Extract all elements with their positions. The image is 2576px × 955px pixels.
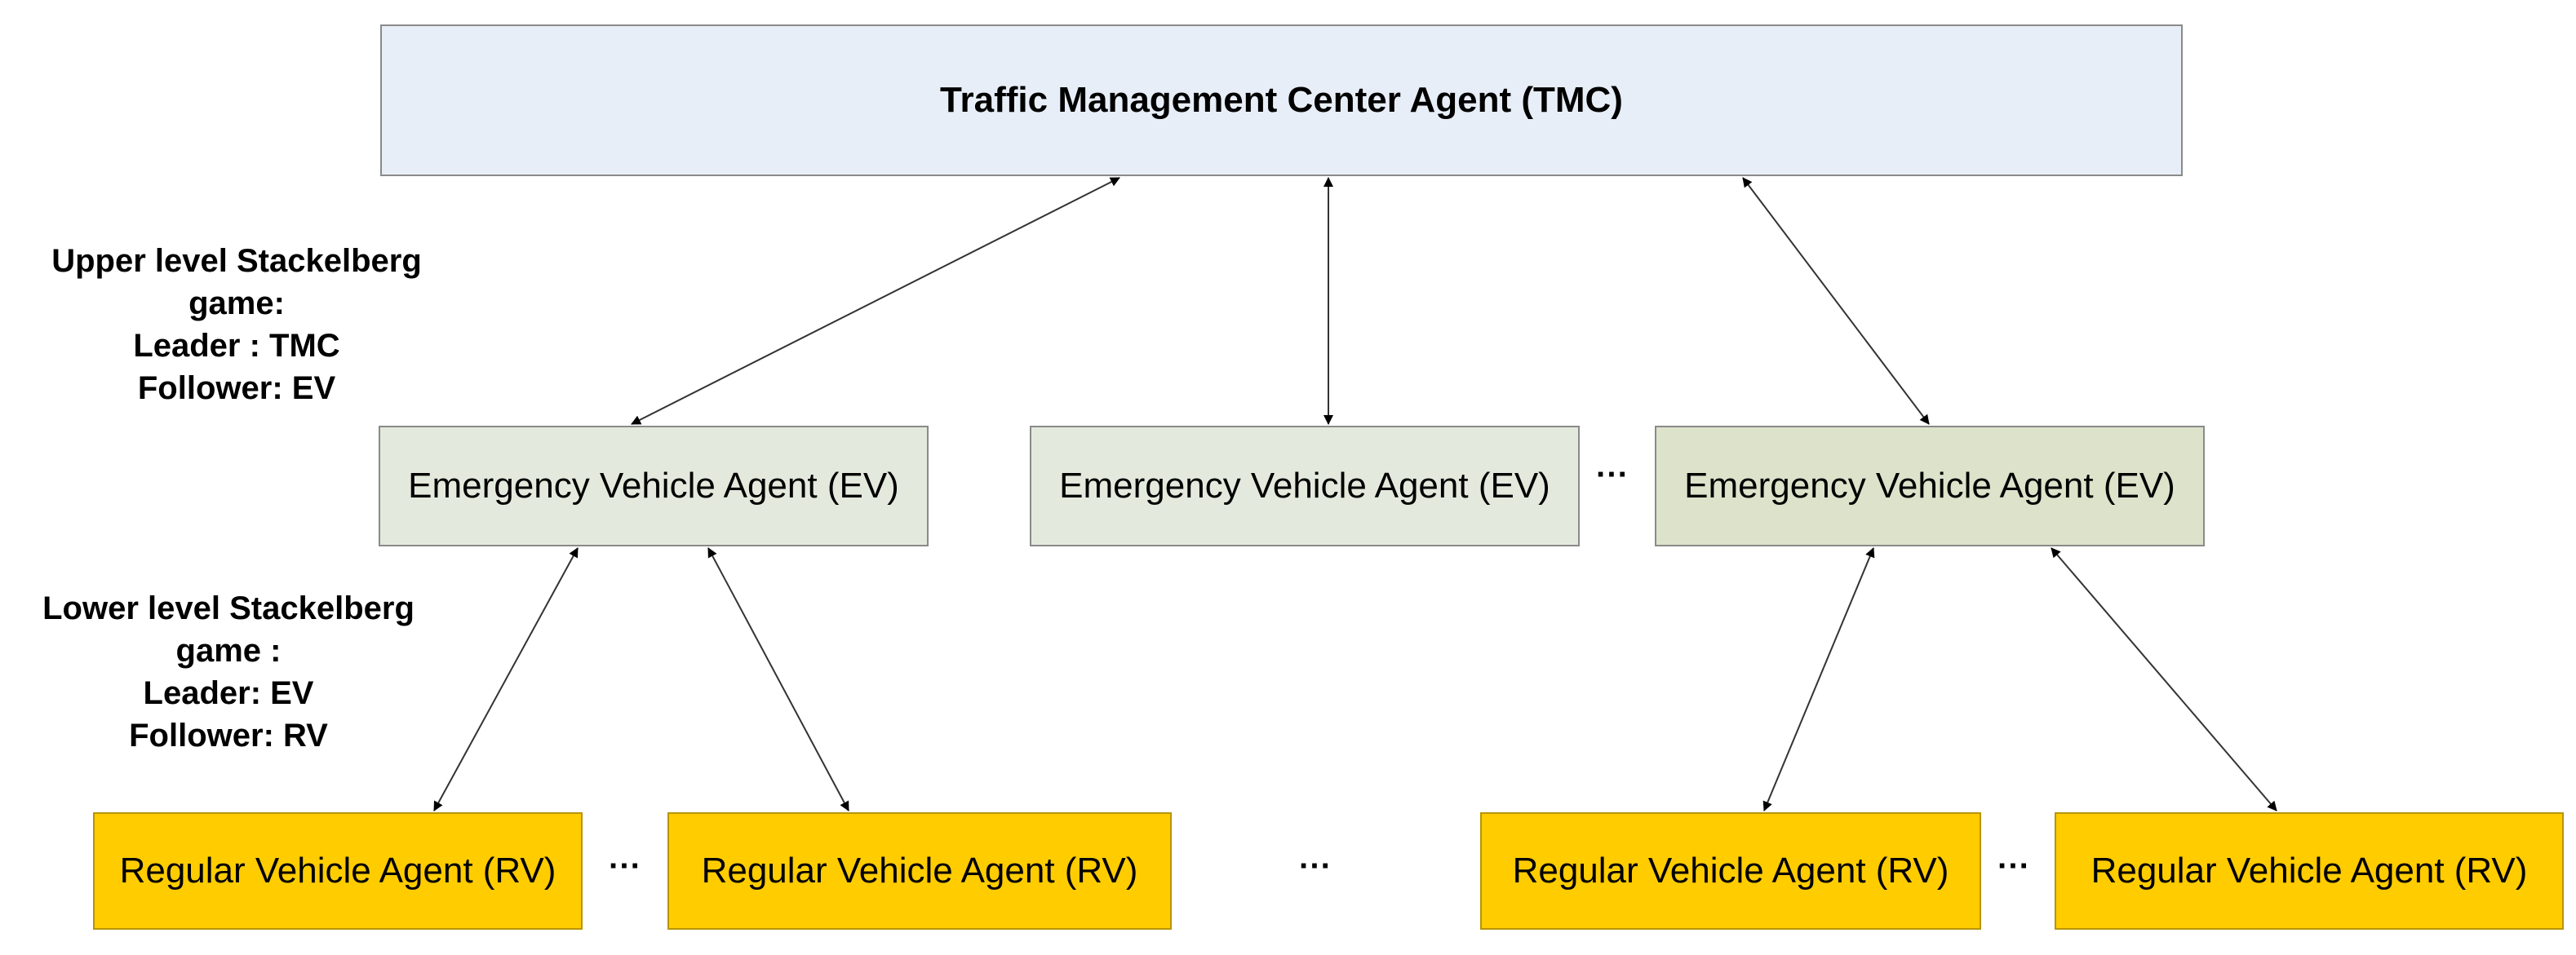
rv-label: Regular Vehicle Agent (RV) — [1512, 851, 1949, 891]
rv-label: Regular Vehicle Agent (RV) — [119, 851, 556, 891]
ev-ellipsis: ··· — [1596, 457, 1629, 493]
upper-game-label: Upper level Stackelberg game: Leader : T… — [33, 240, 441, 409]
rv-box-2: Regular Vehicle Agent (RV) — [667, 812, 1172, 930]
ev-box-1: Emergency Vehicle Agent (EV) — [379, 426, 929, 546]
ev1-rv2-arrow — [707, 547, 849, 811]
rv-box-4: Regular Vehicle Agent (RV) — [2055, 812, 2564, 930]
rv-ellipsis-2: ··· — [1299, 848, 1332, 884]
ev-label: Emergency Vehicle Agent (EV) — [408, 466, 899, 506]
ev3-rv3-arrow — [1762, 547, 1875, 811]
tmc-label: Traffic Management Center Agent (TMC) — [940, 80, 1623, 120]
ev-box-3: Emergency Vehicle Agent (EV) — [1655, 426, 2205, 546]
lower-game-line: game : — [175, 633, 282, 669]
upper-game-line: Follower: EV — [137, 370, 336, 406]
ev-label: Emergency Vehicle Agent (EV) — [1059, 466, 1550, 506]
tmc-ev3-arrow — [1742, 177, 1930, 425]
ev3-rv4-arrow — [2051, 547, 2277, 811]
rv-ellipsis-3: ··· — [1997, 848, 2030, 884]
lower-game-line: Leader: EV — [143, 675, 314, 711]
rv-box-1: Regular Vehicle Agent (RV) — [93, 812, 583, 930]
lower-game-label: Lower level Stackelberg game : Leader: E… — [24, 587, 432, 757]
lower-game-line: Follower: RV — [129, 718, 328, 754]
lower-game-line: Lower level Stackelberg — [42, 590, 415, 626]
ev1-rv1-arrow — [433, 547, 579, 811]
rv-box-3: Regular Vehicle Agent (RV) — [1480, 812, 1981, 930]
tmc-box: Traffic Management Center Agent (TMC) — [380, 24, 2183, 176]
rv-ellipsis-1: ··· — [609, 848, 641, 884]
tmc-ev1-arrow — [631, 177, 1120, 425]
rv-label: Regular Vehicle Agent (RV) — [2091, 851, 2528, 891]
rv-label: Regular Vehicle Agent (RV) — [701, 851, 1138, 891]
upper-game-line: game: — [188, 285, 285, 321]
upper-game-line: Leader : TMC — [133, 328, 340, 364]
ev-label: Emergency Vehicle Agent (EV) — [1684, 466, 2175, 506]
upper-game-line: Upper level Stackelberg — [51, 243, 422, 279]
ev-box-2: Emergency Vehicle Agent (EV) — [1030, 426, 1580, 546]
